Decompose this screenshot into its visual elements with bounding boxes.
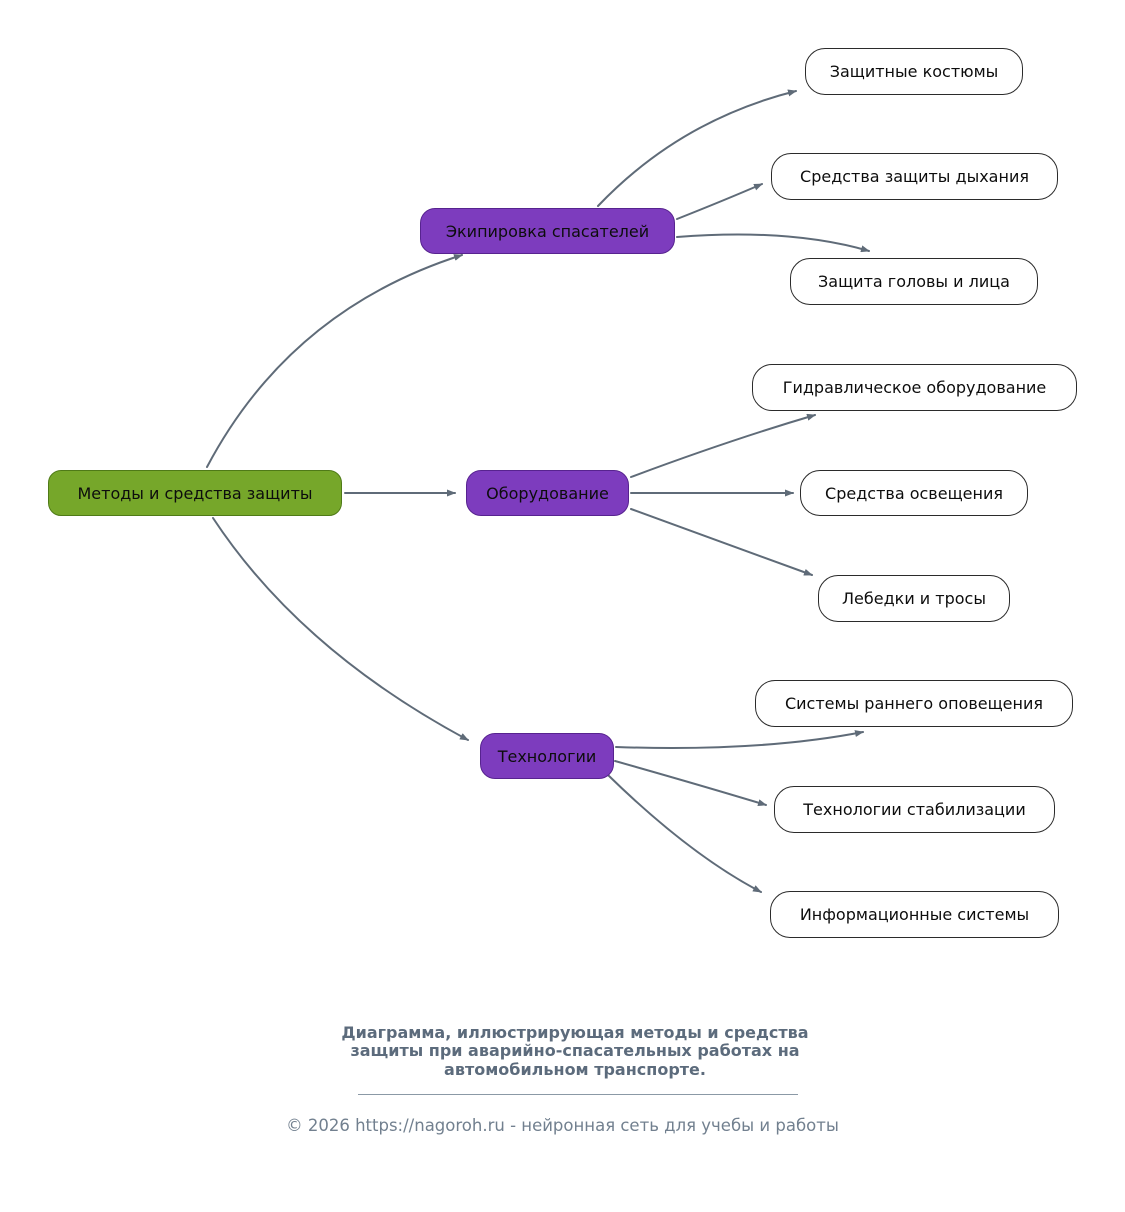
node-branch-equipment: Оборудование: [466, 470, 629, 516]
node-branch-technologies: Технологии: [480, 733, 614, 779]
copyright-footer: © 2026 https://nagoroh.ru - нейронная се…: [286, 1116, 839, 1135]
edge-equipment-to-hydraulic: [630, 413, 816, 478]
node-leaf-stabilization-technologies: Технологии стабилизации: [774, 786, 1055, 833]
node-leaf-head-face-protection: Защита головы и лица: [790, 258, 1038, 305]
edge-tech-to-stabilization: [614, 760, 767, 807]
node-branch-rescuer-gear: Экипировка спасателей: [420, 208, 675, 254]
node-leaf-early-warning-systems: Системы раннего оповещения: [755, 680, 1073, 727]
edge-root-to-gear: [206, 254, 463, 468]
edge-equipment-to-winches: [630, 508, 813, 576]
node-leaf-hydraulic-equipment: Гидравлическое оборудование: [752, 364, 1077, 411]
edge-root-to-technologies: [212, 517, 469, 741]
node-leaf-protective-suits: Защитные костюмы: [805, 48, 1023, 95]
node-leaf-lighting-equipment: Средства освещения: [800, 470, 1028, 516]
node-root-methods-means: Методы и средства защиты: [48, 470, 342, 516]
caption-divider: [358, 1094, 798, 1095]
edge-gear-to-headface: [676, 233, 870, 253]
edge-gear-to-suits: [597, 89, 797, 207]
node-leaf-respiratory-protection: Средства защиты дыхания: [771, 153, 1058, 200]
node-leaf-winches-cables: Лебедки и тросы: [818, 575, 1010, 622]
node-leaf-information-systems: Информационные системы: [770, 891, 1059, 938]
edge-gear-to-breathing: [676, 183, 763, 220]
diagram-caption: Диаграмма, иллюстрирующая методы и средс…: [341, 1023, 809, 1079]
edge-tech-to-warning: [615, 730, 864, 749]
edge-tech-to-information: [607, 774, 762, 893]
